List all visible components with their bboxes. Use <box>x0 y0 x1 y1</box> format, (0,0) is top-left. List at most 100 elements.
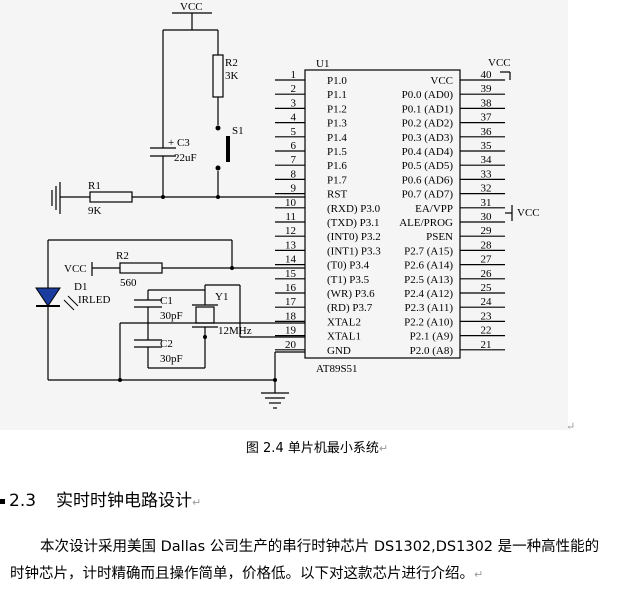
left-pin-number: 8 <box>291 168 297 180</box>
y1-label: Y1 <box>215 291 228 303</box>
schematic-figure: VCC R2 3K S1 + C3 22uF R1 9K U1 AT89S51 … <box>35 1 540 409</box>
right-pin-label: P2.3 (A11) <box>405 302 454 314</box>
right-pin-label: P0.6 (AD6) <box>402 174 454 186</box>
left-pin-label: P1.7 <box>327 174 347 186</box>
heading-bullet <box>0 498 5 504</box>
right-pin-number: 26 <box>481 268 493 280</box>
right-pin-number: 25 <box>481 282 493 294</box>
resistor-r2 <box>212 54 224 98</box>
right-pin-number: 22 <box>481 325 492 337</box>
caption-text: 图 2.4 单片机最小系统 <box>245 441 379 456</box>
left-pin-number: 11 <box>285 211 296 223</box>
left-pin-number: 13 <box>285 239 297 251</box>
right-pin-number: 36 <box>481 126 493 138</box>
left-pin-label: P1.2 <box>327 103 347 115</box>
right-pin-label: P2.5 (A13) <box>404 274 453 286</box>
resistor-r2-560 <box>119 262 163 274</box>
right-pin-label: P0.3 (AD3) <box>402 132 454 144</box>
body-paragraph: 本次设计采用美国 Dallas 公司生产的串行时钟芯片 DS1302,DS130… <box>10 534 630 588</box>
left-pin-number: 17 <box>285 296 297 308</box>
c2-value: 30pF <box>160 353 183 365</box>
y1-value: 12MHz <box>218 325 252 337</box>
left-pin-label: (RD) P3.7 <box>327 302 373 314</box>
c1-label: C1 <box>160 295 173 307</box>
left-pin-number: 2 <box>291 83 297 95</box>
right-pin-number: 39 <box>481 83 493 95</box>
left-pin-label: P1.4 <box>327 132 347 144</box>
left-pin-label: XTAL2 <box>327 316 361 328</box>
section-number: 2.3 <box>9 491 37 511</box>
ground-symbol <box>261 392 289 409</box>
return-mark: ↵ <box>566 420 576 433</box>
right-pin-label: P2.0 (A8) <box>410 345 454 357</box>
left-pin-label: P1.0 <box>327 75 347 87</box>
left-pin-number: 14 <box>285 254 297 266</box>
left-pin-number: 12 <box>285 225 296 237</box>
left-pin-label: RST <box>327 189 347 201</box>
left-pin-number: 1 <box>291 69 297 81</box>
return-mark: ↵ <box>378 442 389 455</box>
r1-value: 9K <box>88 205 102 217</box>
left-pin-label: P1.1 <box>327 89 347 101</box>
right-pin-label: P0.5 (AD5) <box>402 160 454 172</box>
resistor-r1 <box>89 191 133 203</box>
c1-value: 30pF <box>160 310 183 322</box>
left-pin-label: (WR) P3.6 <box>327 288 375 300</box>
s1-label: S1 <box>232 125 244 137</box>
right-pin-number: 23 <box>481 310 493 322</box>
return-mark: ↵ <box>474 568 484 581</box>
left-pin-label: (INT1) P3.3 <box>327 245 381 257</box>
left-pin-number: 10 <box>285 197 297 209</box>
right-pin-label: P2.7 (A15) <box>404 245 453 257</box>
led-d1 <box>35 287 61 307</box>
chip-at89s51 <box>304 69 461 359</box>
left-pin-label: (T1) P3.5 <box>327 274 370 286</box>
right-pin-number: 33 <box>481 168 493 180</box>
right-pin-number: 40 <box>481 69 493 81</box>
c3-value: 22uF <box>174 152 197 164</box>
section-title: 实时时钟电路设计 <box>56 491 193 511</box>
u1-label: U1 <box>316 58 329 70</box>
left-pin-number: 4 <box>291 112 297 124</box>
right-pin-label: P0.0 (AD0) <box>402 89 454 101</box>
right-pin-label: P2.4 (A12) <box>404 288 453 300</box>
crystal-y1 <box>195 306 215 324</box>
right-pin-number: 37 <box>481 112 493 124</box>
left-pin-label: P1.5 <box>327 146 347 158</box>
r2-label: R2 <box>225 57 238 69</box>
right-pin-label: P0.2 (AD2) <box>402 118 454 130</box>
r1-label: R1 <box>88 180 101 192</box>
left-pin-label: (T0) P3.4 <box>327 260 370 272</box>
r2-value: 3K <box>225 70 239 82</box>
paragraph-line-2: 时钟芯片，计时精确而且操作简单，价格低。以下对这款芯片进行介绍。 <box>10 566 474 582</box>
left-pin-label: (RXD) P3.0 <box>327 203 381 215</box>
right-pin-number: 31 <box>481 197 492 209</box>
vcc-label-top: VCC <box>180 1 203 13</box>
d1-value: IRLED <box>78 294 110 306</box>
right-pin-number: 28 <box>481 239 493 251</box>
right-pin-label: ALE/PROG <box>399 217 453 229</box>
right-pin-number: 30 <box>481 211 493 223</box>
figure-caption: 图 2.4 单片机最小系统↵ <box>0 437 634 456</box>
left-pin-number: 9 <box>291 183 297 195</box>
right-pin-number: 32 <box>481 183 492 195</box>
left-pin-number: 6 <box>291 140 297 152</box>
right-pin-label: VCC <box>430 75 453 87</box>
chip-name: AT89S51 <box>316 363 358 375</box>
left-pin-label: XTAL1 <box>327 331 361 343</box>
right-pin-label: P2.6 (A14) <box>404 260 453 272</box>
vcc-label-pin31: VCC <box>517 207 540 219</box>
left-pin-label: GND <box>327 345 351 357</box>
right-pin-number: 27 <box>481 254 493 266</box>
left-pin-number: 18 <box>285 310 297 322</box>
left-pin-number: 5 <box>291 126 297 138</box>
right-pin-label: P0.4 (AD4) <box>402 146 454 158</box>
paragraph-line-1: 本次设计采用美国 Dallas 公司生产的串行时钟芯片 DS1302,DS130… <box>40 539 600 555</box>
left-pin-label: (TXD) P3.1 <box>327 217 380 229</box>
right-pin-number: 24 <box>481 296 493 308</box>
left-pin-number: 7 <box>291 154 297 166</box>
vcc-label-pin40: VCC <box>488 57 511 69</box>
left-pin-number: 20 <box>285 339 297 351</box>
